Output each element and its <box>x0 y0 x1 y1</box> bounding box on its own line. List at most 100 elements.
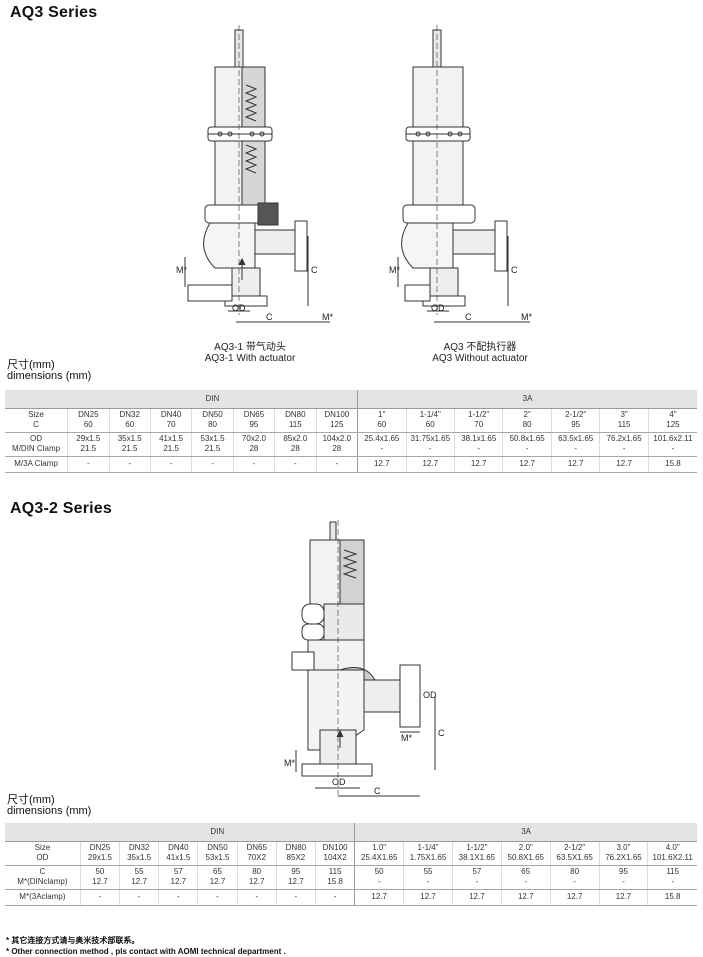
cell-line: 104x2.0 <box>322 434 352 443</box>
cell-line: DN32 <box>128 843 150 852</box>
cell-line: 38.1x1.65 <box>461 434 497 443</box>
cell-line: 80 <box>252 867 262 876</box>
cell-line: 115 <box>617 420 631 429</box>
table-cell: 1-1/2"38.1X1.65 <box>451 841 502 866</box>
cell-line: 50.8x1.65 <box>509 434 545 443</box>
table-cell: 55- <box>403 865 453 890</box>
table-cell: 12.7 <box>405 456 455 473</box>
cell-line: 41x1.5 <box>166 853 191 862</box>
cell-line: 2-1/2" <box>564 843 586 852</box>
cell-line: DN40 <box>168 843 189 852</box>
cell-line: 63.5x1.65 <box>558 434 594 443</box>
cell-line: 50 <box>95 867 105 876</box>
table-cell: 12.7 <box>550 456 600 473</box>
dimensions-label-en: dimensions (mm) <box>7 805 92 817</box>
cell-line: 12.7 <box>288 877 304 886</box>
cell-line: 35x1.5 <box>127 853 152 862</box>
cell-line: - <box>98 892 102 901</box>
dimensions-label-2: 尺寸(mm) dimensions (mm) <box>7 795 91 817</box>
table-cell: 2"80 <box>502 408 552 433</box>
cell-line: 1-1/2" <box>466 843 488 852</box>
cell-line: DN40 <box>160 410 182 419</box>
table-cell: 12.7 <box>599 456 649 473</box>
cell-line: 21.5 <box>80 444 97 453</box>
table-cell: 63.5x1.65- <box>550 432 600 457</box>
table-cell: 115- <box>647 865 697 890</box>
cell-line: 3.0" <box>616 843 631 852</box>
row-label-line: M/DIN Clamp <box>12 444 61 453</box>
cell-line: 12.7 <box>248 877 265 886</box>
cell-line: - <box>377 877 381 886</box>
caption-without-actuator: AQ3 不配执行器 AQ3 Without actuator <box>400 342 560 364</box>
valve-drawing-aq3-2: OD C M* M* OD C <box>284 520 445 797</box>
cell-line: - <box>380 444 384 453</box>
cell-line: - <box>216 892 219 901</box>
row-label-line: C <box>33 420 39 429</box>
cell-line: DN100 <box>322 843 348 852</box>
label-m-horizontal: M* <box>322 312 333 322</box>
cell-line: 21.5 <box>163 444 179 453</box>
footnote-en: * Other connection method , pls contact … <box>6 947 286 956</box>
table-cell: 1"60 <box>357 408 407 433</box>
cell-line: 125 <box>666 420 680 429</box>
table-cell: 4"125 <box>647 408 697 433</box>
cell-line: 60 <box>425 420 435 429</box>
cell-line: 1-1/4" <box>417 843 439 852</box>
group-header-spacer <box>5 823 81 842</box>
dimensions-label-cn: 尺寸(mm) <box>7 359 55 371</box>
cell-line: 65 <box>213 867 222 876</box>
cell-line: 101.6x2.11 <box>653 434 693 443</box>
table-cell: 12.7 <box>598 889 648 906</box>
cell-line: - <box>426 877 430 886</box>
table-cell: 1-1/4"1.75X1.65 <box>403 841 453 866</box>
row-label-line: M/3A Clamp <box>14 459 58 468</box>
cell-line: 70 <box>474 420 484 429</box>
cell-line: 25.4x1.65 <box>364 434 400 443</box>
cell-line: 12.7 <box>131 877 147 886</box>
table-cell: 12.7 <box>403 889 453 906</box>
row-label-line: OD <box>36 853 49 862</box>
cell-line: 95 <box>571 420 581 429</box>
cell-line: 12.7 <box>615 892 632 901</box>
table-cell: 12.7 <box>502 456 552 473</box>
table-cell: - <box>79 889 120 906</box>
cell-line: DN32 <box>119 410 140 419</box>
row-label-line: M*(DINclamp) <box>17 877 68 886</box>
table-cell: - <box>67 456 110 473</box>
group-header-3a: 3A <box>354 823 697 842</box>
label-od: OD <box>431 303 445 313</box>
table-cell: - <box>191 456 234 473</box>
cell-line: 76.2X1.65 <box>605 853 642 862</box>
caption-cn: AQ3-1 带气动头 <box>214 342 286 353</box>
cell-line: 12.7 <box>470 459 487 468</box>
row-label: M/3A Clamp <box>5 456 68 473</box>
cell-line: 1.75X1.65 <box>409 853 447 862</box>
cell-line: DN50 <box>207 843 228 852</box>
cell-line: 55 <box>134 867 144 876</box>
cell-line: 41x1.5 <box>159 434 184 443</box>
cell-line: DN25 <box>89 843 111 852</box>
cell-line: 35x1.5 <box>117 434 142 443</box>
table-cell: 76.2x1.65- <box>599 432 649 457</box>
cell-line: 1.0" <box>372 843 387 852</box>
label-od-horizontal: OD <box>332 777 346 787</box>
group-header-din: DIN <box>80 823 355 842</box>
group-header-din: DIN <box>67 390 358 409</box>
dimensions-label-en: dimensions (mm) <box>7 370 92 382</box>
